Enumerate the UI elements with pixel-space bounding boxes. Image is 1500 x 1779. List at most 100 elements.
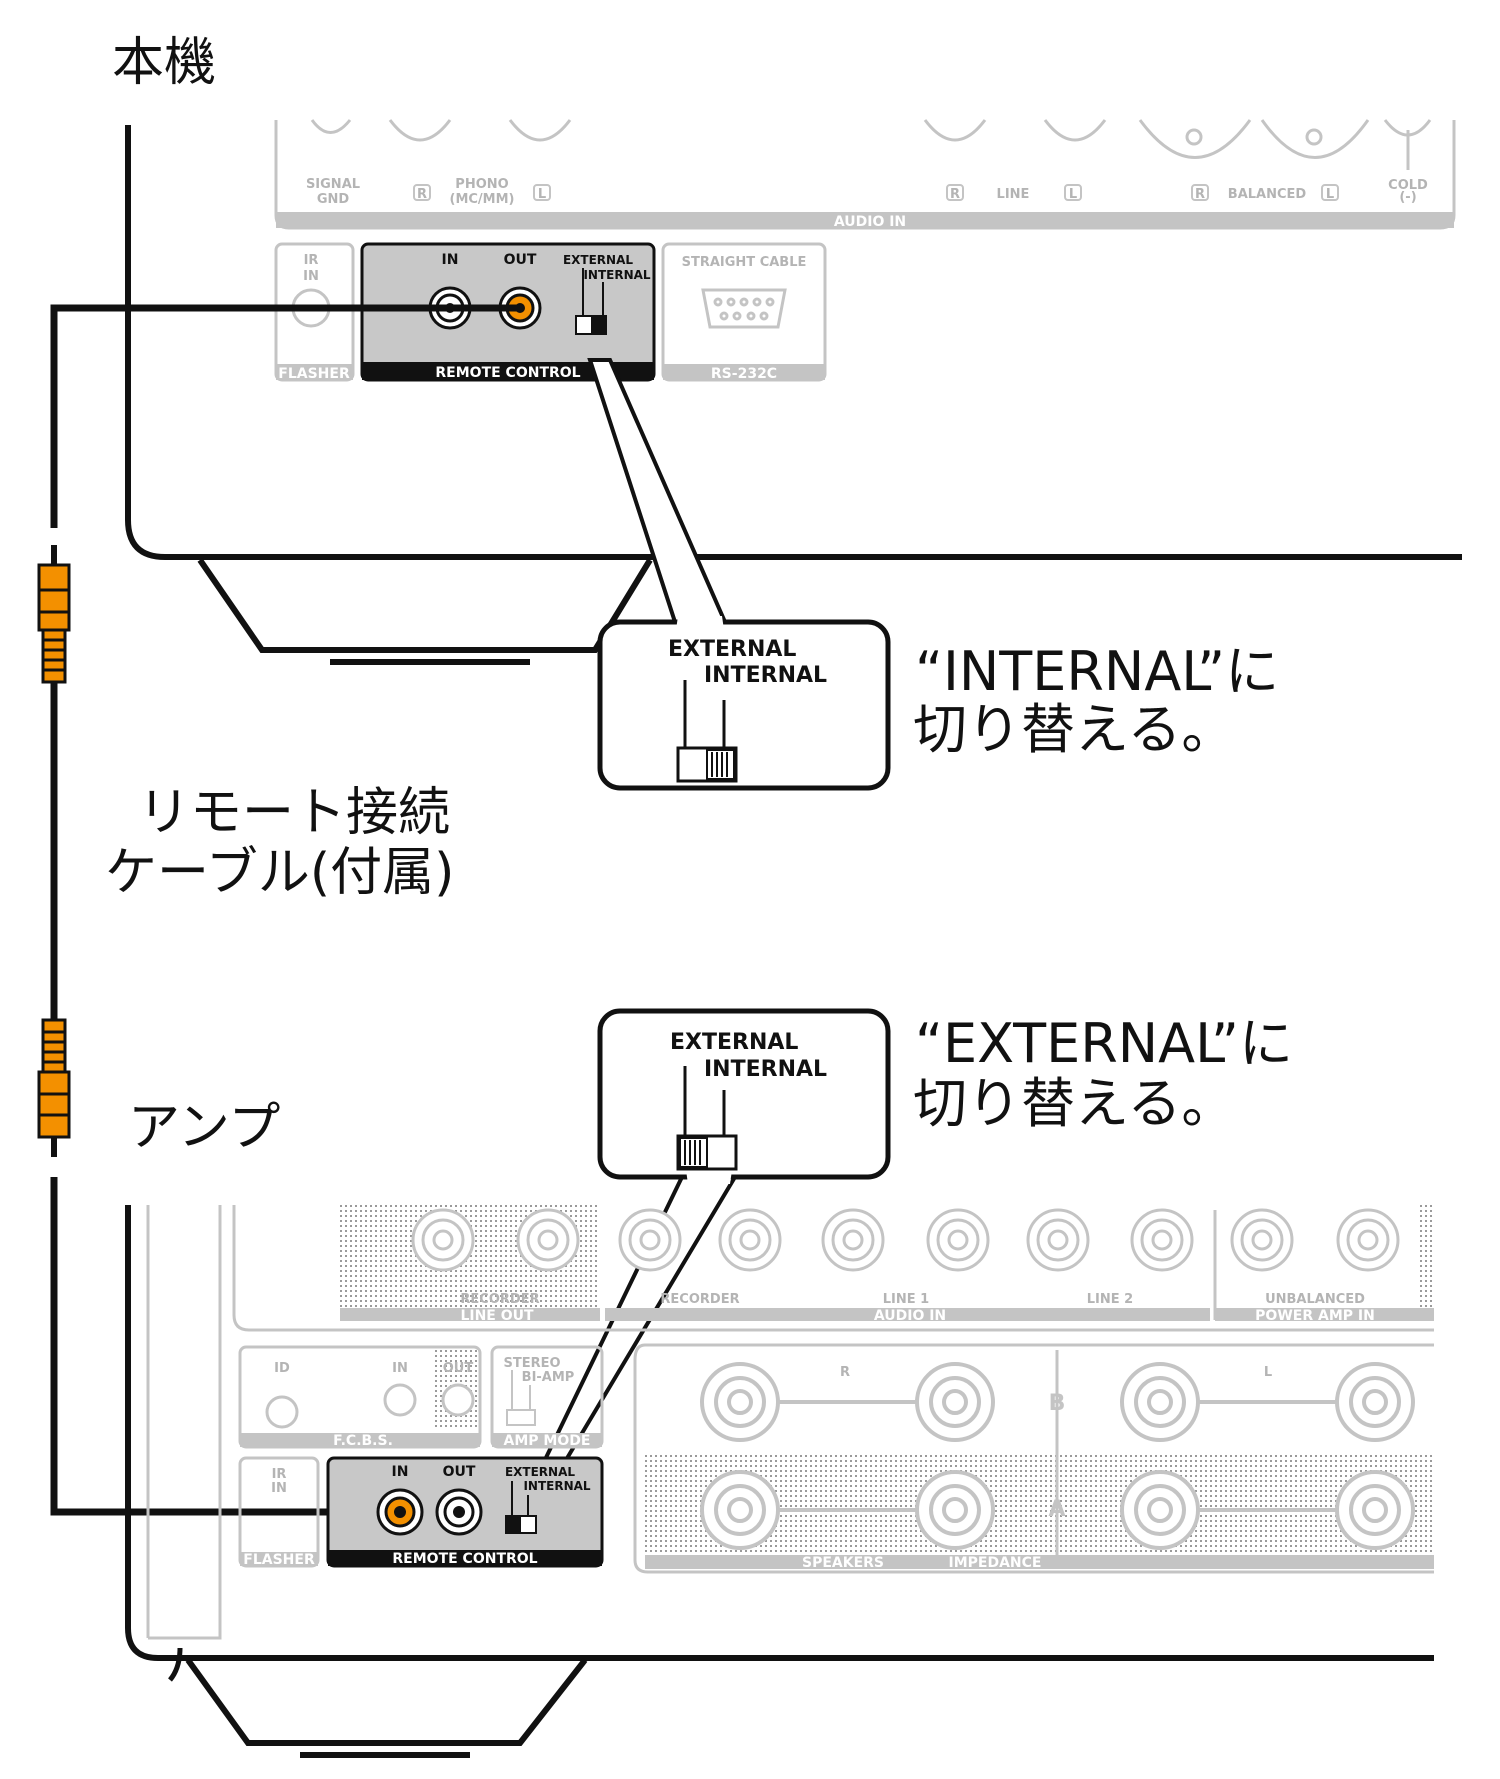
callout-external: EXTERNAL INTERNAL [536, 1008, 891, 1472]
amp-switch-external-label: EXTERNAL [505, 1465, 575, 1479]
callout-internal: EXTERNAL INTERNAL [587, 358, 891, 791]
power-amp-in-label: POWER AMP IN [1255, 1308, 1375, 1324]
ir-label: IR [304, 253, 319, 268]
line2-label: LINE 2 [1087, 1292, 1133, 1307]
amp-rca-jacks [411, 1208, 1400, 1272]
amp-flasher-label: FLASHER [243, 1552, 315, 1568]
line-r-badge [946, 184, 964, 201]
remote-in-label: IN [442, 252, 459, 268]
impedance-label: IMPEDANCE [949, 1555, 1042, 1571]
callout-internal-switch [676, 680, 738, 783]
note-external-line2: 切り替える。 [913, 1072, 1235, 1135]
gnd-label: GND [317, 192, 350, 207]
amp-remote-in-label: IN [392, 1464, 409, 1480]
callout-external-external-label: EXTERNAL [670, 1030, 798, 1055]
speakers-label: SPEAKERS [802, 1555, 884, 1571]
speaker-l-label: L [1264, 1365, 1272, 1380]
amp-ir-in-label: IN [271, 1481, 287, 1496]
line-r-label: R [950, 187, 960, 202]
audio-in-panel [274, 120, 1456, 230]
callout-external-switch [676, 1066, 738, 1171]
switch-external-label: EXTERNAL [563, 253, 633, 267]
cable-label-line2: ケーブル(付属) [105, 843, 454, 903]
note-internal-line2: 切り替える。 [913, 698, 1235, 761]
main-unit-foot [197, 558, 653, 653]
amp-label: アンプ [128, 1098, 280, 1158]
remote-control-label: REMOTE CONTROL [435, 365, 580, 381]
cold-sub-label: (-) [1399, 190, 1416, 205]
line-l-label: L [1069, 187, 1077, 202]
cable-label-line1: リモート接続 [138, 783, 450, 843]
cable-plug-bottom [37, 1018, 71, 1157]
speakers-panel [633, 1343, 1434, 1574]
speaker-b-label: B [1049, 1391, 1066, 1416]
speaker-a-label: A [1048, 1497, 1065, 1522]
line1-label: LINE 1 [883, 1292, 929, 1307]
phono-sub-label: (MC/MM) [450, 192, 515, 207]
rs232c-label: RS-232C [711, 366, 777, 382]
recorder-in-label: RECORDER [660, 1292, 739, 1307]
amp-remote-out-jack [435, 1488, 483, 1536]
flasher-label: FLASHER [278, 366, 350, 382]
balanced-l-badge [1321, 184, 1339, 201]
amp-audio-in-label: AUDIO IN [874, 1308, 946, 1324]
balanced-r-badge [1191, 184, 1209, 201]
note-external-line1: “EXTERNAL”に [915, 1012, 1293, 1075]
remote-out-label: OUT [504, 252, 537, 268]
amp-mode-label: AMP MODE [504, 1433, 591, 1449]
cold-label: COLD [1388, 178, 1428, 193]
callout-internal-internal-label: INTERNAL [704, 663, 827, 688]
remote-cable [37, 304, 520, 1516]
amp-remote-out-label: OUT [443, 1464, 476, 1480]
balanced-r-label: R [1195, 187, 1205, 202]
main-unit-chassis [125, 125, 640, 560]
audio-in-label: AUDIO IN [834, 214, 906, 230]
phono-l-badge [533, 184, 551, 201]
amp-foot [185, 1658, 588, 1746]
amp-remote-in-jack [376, 1488, 424, 1536]
amp-unit: LINE OUT AUDIO IN POWER AMP IN RECORDER … [125, 1205, 1434, 1758]
line-label: LINE [997, 187, 1030, 202]
callout-external-internal-label: INTERNAL [704, 1057, 827, 1082]
flasher-bar [276, 364, 353, 380]
main-unit-label: 本機 [112, 33, 216, 93]
switch-internal-label: INTERNAL [583, 268, 650, 282]
speaker-terminals [700, 1362, 1415, 1550]
rs232c-connector [701, 288, 787, 329]
amp-switch-internal-label: INTERNAL [523, 1479, 590, 1493]
line-out-label: LINE OUT [460, 1308, 534, 1324]
audio-in-bar [276, 212, 1454, 228]
balanced-l-label: L [1326, 187, 1334, 202]
amp-chassis [125, 1205, 1434, 1661]
phono-r-badge [413, 184, 431, 201]
straight-cable-label: STRAIGHT CABLE [682, 255, 807, 270]
remote-control-bar [362, 362, 654, 380]
top-terminals [310, 119, 1432, 170]
amp-audio-panel [232, 1205, 1434, 1332]
amp-remote-control-label: REMOTE CONTROL [392, 1551, 537, 1567]
note-internal-line1: “INTERNAL”に [915, 640, 1279, 703]
stereo-label: STEREO [503, 1356, 560, 1371]
recorder-out-label: RECORDER [460, 1292, 539, 1307]
cable-plug-top [37, 545, 71, 684]
speaker-r-label: R [840, 1365, 850, 1380]
phono-label: PHONO [455, 177, 508, 192]
amp-ir-label: IR [272, 1467, 287, 1482]
balanced-label: BALANCED [1228, 187, 1307, 202]
ir-in-label: IN [303, 269, 319, 284]
line-l-badge [1064, 184, 1082, 201]
unbalanced-label: UNBALANCED [1265, 1292, 1365, 1307]
signal-label: SIGNAL [306, 177, 360, 192]
callout-internal-external-label: EXTERNAL [668, 637, 796, 662]
bi-amp-label: BI-AMP [522, 1370, 575, 1385]
rs232c-bar [663, 364, 825, 380]
phono-r-label: R [417, 187, 427, 202]
id-label: ID [274, 1361, 290, 1376]
fcbs-in-label: IN [392, 1361, 408, 1376]
main-unit: AUDIO IN SIGNAL GND R PHONO (MC/MM) L R … [125, 119, 1462, 665]
main-remote-switch[interactable] [575, 268, 607, 335]
amp-remote-switch[interactable] [505, 1481, 537, 1534]
fcbs-out-label: OUT [443, 1361, 474, 1376]
phono-l-label: L [538, 187, 546, 202]
